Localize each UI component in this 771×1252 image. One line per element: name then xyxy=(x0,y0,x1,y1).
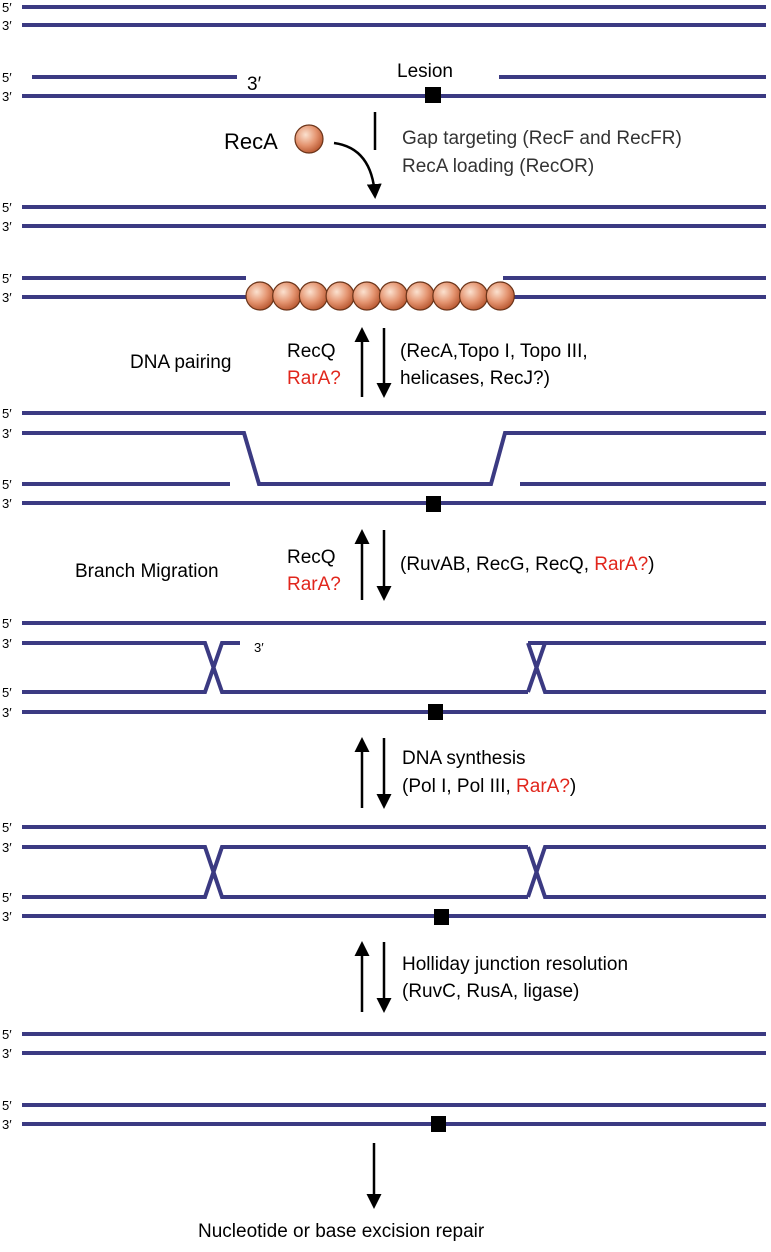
lesion-marker xyxy=(428,704,443,720)
step4-line2-rara: RarA? xyxy=(516,776,570,797)
panel-2-gapped-duplex: 5′ 3′ Lesion 3′ xyxy=(2,61,766,104)
three-prime-label: 3′ xyxy=(2,426,12,441)
lesion-marker xyxy=(426,496,441,512)
step2-reverse-rara: RarA? xyxy=(287,368,341,389)
crossing-strand xyxy=(526,641,766,693)
lesion-label: Lesion xyxy=(397,61,453,82)
invading-strand xyxy=(22,431,766,486)
lesion-marker xyxy=(431,1116,446,1132)
step3-forward-a: (RuvAB, RecG, RecQ, xyxy=(400,554,594,575)
panel-7-resolved-products: 5′ 3′ 5′ 3′ xyxy=(2,1027,766,1132)
step4-line2-a: (Pol I, Pol III, xyxy=(402,776,516,797)
step4-line2-b: ) xyxy=(570,776,576,797)
strand-end-three-prime: 3′ xyxy=(254,640,264,655)
step2-forward-line2: helicases, RecJ?) xyxy=(400,368,550,389)
crossing-strand xyxy=(526,642,766,694)
five-prime-label: 5′ xyxy=(2,271,12,286)
step2-forward-line1: (RecA,Topo I, Topo III, xyxy=(400,341,588,362)
reca-protein-icon xyxy=(294,124,324,154)
reca-monomer xyxy=(352,281,382,311)
crossing-strand xyxy=(526,846,766,899)
step2-name: DNA pairing xyxy=(130,352,231,373)
five-prime-label: 5′ xyxy=(2,1027,12,1042)
three-prime-label: 3′ xyxy=(2,840,12,855)
three-prime-label: 3′ xyxy=(2,219,12,234)
step3-name: Branch Migration xyxy=(75,561,219,582)
three-prime-label: 3′ xyxy=(2,705,12,720)
five-prime-label: 5′ xyxy=(2,890,12,905)
step-5-resolution: Holliday junction resolution (RuvC, RusA… xyxy=(354,941,628,1013)
step-3-branch-migration: Branch Migration RecQ RarA? (RuvAB, RecG… xyxy=(75,529,654,601)
crossing-strand xyxy=(526,845,766,898)
step-4-dna-synthesis: DNA synthesis (Pol I, Pol III, RarA?) xyxy=(354,737,576,809)
five-prime-label: 5′ xyxy=(2,685,12,700)
panel-3-reca-filament: 5′ 3′ 5′ 3′ xyxy=(2,200,766,311)
five-prime-label: 5′ xyxy=(2,820,12,835)
crossing-strand xyxy=(22,641,528,694)
three-prime-label: 3′ xyxy=(2,496,12,511)
three-prime-label: 3′ xyxy=(2,909,12,924)
five-prime-label: 5′ xyxy=(2,616,12,631)
three-prime-label: 3′ xyxy=(2,1046,12,1061)
crossing-strand xyxy=(22,641,240,694)
reca-filament xyxy=(245,281,515,311)
step3-reverse-rara: RarA? xyxy=(287,574,341,595)
reca-monomer xyxy=(272,281,302,311)
five-prime-label: 5′ xyxy=(2,0,12,15)
step-2-dna-pairing: DNA pairing RecQ RarA? (RecA,Topo I, Top… xyxy=(130,327,588,398)
reca-monomer xyxy=(432,281,462,311)
reca-monomer xyxy=(325,281,355,311)
lesion-marker xyxy=(425,87,441,103)
lesion-marker xyxy=(434,909,449,925)
three-prime-label: 3′ xyxy=(2,636,12,651)
panel-5-holliday-junctions: 5′ 3′ 3′ 5′ 3′ xyxy=(2,616,766,720)
step4-line2: (Pol I, Pol III, RarA?) xyxy=(402,776,576,797)
step-1-reca-loading: RecA Gap targeting (RecF and RecFR) RecA… xyxy=(224,112,682,199)
three-prime-label: 3′ xyxy=(2,89,12,104)
crossing-strand xyxy=(22,845,528,899)
step3-forward-b: ) xyxy=(648,554,654,575)
three-prime-label: 3′ xyxy=(2,290,12,305)
final-step: Nucleotide or base excision repair xyxy=(198,1143,485,1242)
five-prime-label: 5′ xyxy=(2,1098,12,1113)
step1-line2: RecA loading (RecOR) xyxy=(402,156,594,177)
five-prime-label: 5′ xyxy=(2,200,12,215)
crossing-strand xyxy=(22,845,528,899)
reca-monomer xyxy=(459,281,489,311)
five-prime-label: 5′ xyxy=(2,406,12,421)
panel-1-intact-duplex: 5′ 3′ xyxy=(2,0,766,33)
five-prime-label: 5′ xyxy=(2,477,12,492)
panel-4-paired-molecule: 5′ 3′ 5′ 3′ xyxy=(2,406,766,512)
reca-loading-curved-arrow xyxy=(333,141,382,199)
step4-line1: DNA synthesis xyxy=(402,748,526,769)
step3-forward: (RuvAB, RecG, RecQ, RarA?) xyxy=(400,554,654,575)
step2-reverse-recq: RecQ xyxy=(287,341,336,362)
step5-line1: Holliday junction resolution xyxy=(402,954,628,975)
step1-line1: Gap targeting (RecF and RecFR) xyxy=(402,128,682,149)
reca-label: RecA xyxy=(224,129,278,154)
five-prime-label: 5′ xyxy=(2,70,12,85)
reca-monomer xyxy=(298,281,328,311)
three-prime-label: 3′ xyxy=(2,1117,12,1132)
step5-line2: (RuvC, RusA, ligase) xyxy=(402,981,579,1002)
panel-6-extended-junctions: 5′ 3′ 5′ 3′ xyxy=(2,820,766,925)
three-prime-label: 3′ xyxy=(2,18,12,33)
reca-monomer xyxy=(245,281,275,311)
final-label: Nucleotide or base excision repair xyxy=(198,1221,485,1242)
reca-monomer xyxy=(405,281,435,311)
reca-monomer xyxy=(485,281,515,311)
step3-forward-rara: RarA? xyxy=(594,554,648,575)
step3-reverse-recq: RecQ xyxy=(287,547,336,568)
gap-three-prime-label: 3′ xyxy=(247,74,262,95)
reca-monomer xyxy=(378,281,409,311)
